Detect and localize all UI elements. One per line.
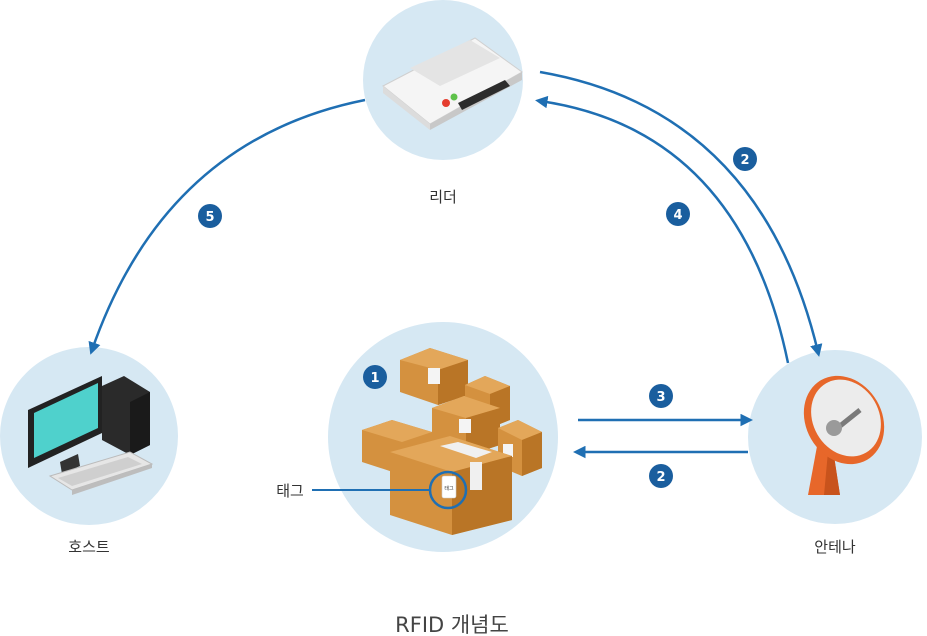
arrow-antenna-to-reader: [535, 95, 790, 364]
arrows: [88, 70, 823, 459]
reader-device-icon: [382, 37, 523, 130]
svg-text:2: 2: [656, 470, 665, 485]
host-label: 호스트: [68, 538, 110, 556]
svg-text:2: 2: [740, 153, 749, 168]
tag-label: 태그: [276, 482, 304, 500]
svg-text:3: 3: [656, 390, 665, 405]
step-badge-2-bottom: 2: [649, 464, 673, 488]
arrow-reader-to-host: [88, 98, 366, 355]
antenna-icon: [803, 375, 885, 495]
reader-label: 리더: [429, 188, 457, 206]
svg-text:5: 5: [205, 210, 214, 225]
step-badge-3: 3: [649, 384, 673, 408]
arrow-reader-to-antenna: [539, 70, 823, 357]
tag-small-label: 태그: [444, 485, 454, 492]
svg-text:4: 4: [673, 208, 682, 223]
computer-icon: [28, 376, 154, 495]
step-badge-2-top: 2: [733, 147, 757, 171]
antenna-label: 안테나: [814, 538, 856, 556]
svg-text:1: 1: [370, 371, 379, 386]
step-badge-4: 4: [666, 202, 690, 226]
diagram-caption: RFID 개념도: [395, 613, 509, 636]
step-badge-1: 1: [363, 365, 387, 389]
boxes-icon: 태그: [362, 348, 542, 535]
step-badge-5: 5: [198, 204, 222, 228]
